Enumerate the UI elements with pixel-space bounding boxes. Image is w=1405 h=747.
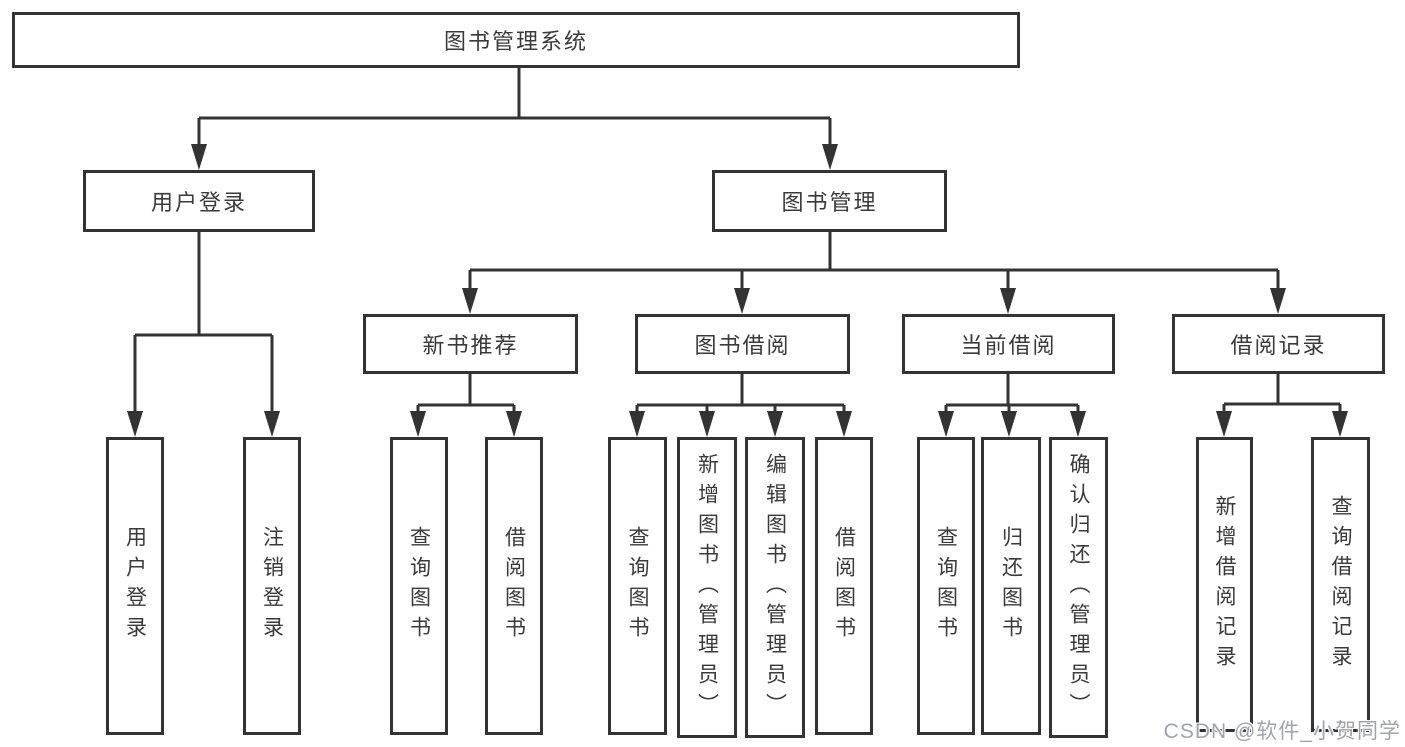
leaf-add-borrow-record: 新增借阅记录 [1196, 437, 1253, 732]
node-user-login: 用户登录 [83, 170, 315, 232]
node-root: 图书管理系统 [12, 12, 1020, 68]
connector-new-book-children [416, 373, 516, 413]
leaf-query-books-current: 查询图书 [917, 437, 975, 735]
leaf-user-login: 用户登录 [106, 437, 164, 735]
arrowhead [410, 411, 426, 437]
leaf-borrow-books: 借阅图书 [815, 437, 873, 735]
leaf-add-books-admin: 新增图书（管理员） [677, 437, 737, 738]
connector-user-login-children [133, 232, 274, 413]
connector-book-borrow-children [635, 373, 846, 413]
arrowhead [938, 411, 954, 437]
arrowhead [836, 411, 852, 437]
node-borrowing-records: 借阅记录 [1172, 314, 1385, 374]
arrowhead [767, 411, 783, 437]
connector-book-management-children [468, 232, 1280, 290]
leaf-logout: 注销登录 [243, 437, 301, 735]
arrowhead [734, 288, 750, 314]
leaf-edit-books-admin: 编辑图书（管理员） [745, 437, 805, 738]
arrowhead [1216, 411, 1232, 437]
leaf-query-books-recommend: 查询图书 [390, 437, 448, 735]
arrowhead [1001, 411, 1017, 437]
leaf-query-borrow-record: 查询借阅记录 [1311, 437, 1370, 732]
arrowhead [191, 144, 207, 170]
leaf-confirm-return-admin: 确认归还（管理员） [1049, 437, 1108, 738]
connector-borrow-record-children [1222, 373, 1342, 413]
arrowhead [127, 411, 143, 437]
csdn-watermark: CSDN @软件_小贺同学 [1163, 720, 1401, 743]
arrowhead [462, 288, 478, 314]
arrowhead [1270, 288, 1286, 314]
connector-current-borrow-children [944, 373, 1080, 413]
arrowhead [506, 411, 522, 437]
arrowhead [822, 144, 838, 170]
arrowhead [699, 411, 715, 437]
arrowhead [629, 411, 645, 437]
arrowhead [1332, 411, 1348, 437]
node-book-borrowing: 图书借阅 [635, 314, 850, 374]
connector-root-children [197, 68, 832, 146]
arrowhead [264, 411, 280, 437]
arrowhead [1000, 288, 1016, 314]
node-current-borrowing: 当前借阅 [902, 314, 1115, 374]
leaf-return-books: 归还图书 [981, 437, 1041, 735]
leaf-borrow-books-recommend: 借阅图书 [485, 437, 543, 735]
node-book-management: 图书管理 [712, 170, 947, 232]
leaf-query-books-borrowing: 查询图书 [608, 437, 667, 735]
node-new-book-recommend: 新书推荐 [363, 314, 578, 374]
arrowhead [1070, 411, 1086, 437]
